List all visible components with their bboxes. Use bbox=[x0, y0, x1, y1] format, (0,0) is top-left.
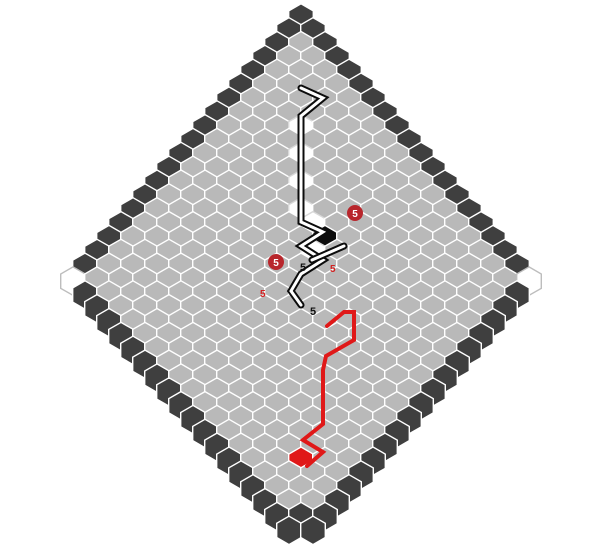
hex-cells bbox=[60, 2, 542, 546]
svg-text:5: 5 bbox=[273, 258, 279, 269]
red-path bbox=[299, 310, 356, 468]
move-number-red-2: 5 bbox=[260, 289, 266, 300]
border-cell[interactable] bbox=[276, 515, 302, 546]
svg-text:5: 5 bbox=[352, 209, 358, 220]
move-number-dark-1: 5 bbox=[300, 262, 306, 274]
move-number-dark-2: 5 bbox=[310, 306, 316, 318]
move-badge-2: 5 bbox=[268, 254, 284, 270]
black-path bbox=[286, 84, 348, 309]
border-cell[interactable] bbox=[300, 515, 326, 546]
move-number-red-1: 5 bbox=[330, 264, 336, 275]
move-badge-1: 5 bbox=[347, 205, 363, 221]
